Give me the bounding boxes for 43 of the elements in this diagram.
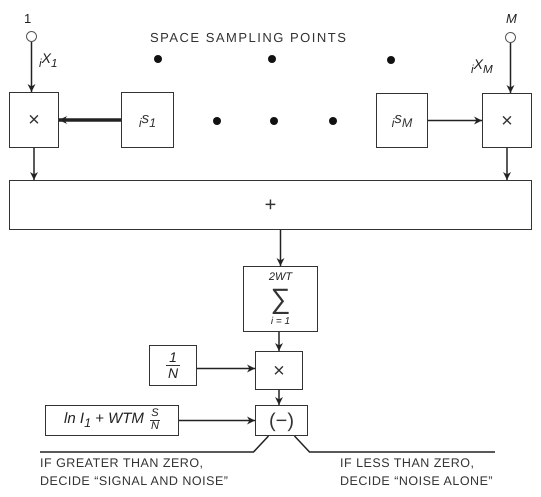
process-box [9, 92, 59, 148]
arrow [276, 230, 284, 266]
arrow [503, 148, 511, 180]
arrow [428, 116, 482, 124]
adder-block [9, 180, 532, 230]
channel-number: 1 [24, 12, 32, 25]
leader-line [40, 435, 270, 453]
arrow [30, 148, 38, 180]
process-box [255, 351, 303, 390]
heading-label: SPACE SAMPLING POINTS [150, 30, 348, 45]
fraction: 1 N [166, 350, 180, 381]
channel-number: M [506, 12, 517, 25]
arrow [197, 364, 255, 372]
upper-limit: 2WT [268, 272, 292, 282]
input-terminal [26, 31, 37, 42]
fraction: S N [150, 408, 160, 433]
multiply-symbol: × [28, 110, 40, 130]
arrow [28, 42, 36, 92]
process-box [149, 345, 197, 386]
process-box [482, 93, 532, 148]
arrow [275, 332, 283, 351]
summation-symbol: ∑ [270, 284, 290, 312]
process-box [121, 92, 174, 148]
lower-limit: i = 1 [270, 316, 290, 326]
signal-symbol: $_{i}$s$_{M}$ [392, 111, 412, 130]
process-box [376, 93, 428, 148]
process-box [45, 405, 179, 436]
threshold-expression: ln I$_{1}$ + WTM [64, 411, 144, 430]
leader-line [294, 435, 495, 453]
process-box [255, 405, 308, 436]
input-terminal [505, 32, 516, 43]
signal-symbol: $_{i}$s$_{1}$ [138, 110, 156, 130]
summation-block [243, 266, 318, 332]
arrow [179, 416, 255, 424]
multiply-symbol: × [273, 360, 285, 380]
multiply-symbol: × [501, 110, 513, 130]
decision-note: IF LESS THAN ZERO, DECIDE “NOISE ALONE” [340, 454, 505, 490]
plus-symbol: + [264, 195, 276, 215]
arrow [275, 390, 283, 405]
decision-note: IF GREATER THAN ZERO, DECIDE “SIGNAL AND NOISE” [40, 454, 230, 490]
arrow [59, 116, 121, 124]
arrow [506, 43, 514, 93]
subtract-symbol: (−) [269, 410, 294, 430]
